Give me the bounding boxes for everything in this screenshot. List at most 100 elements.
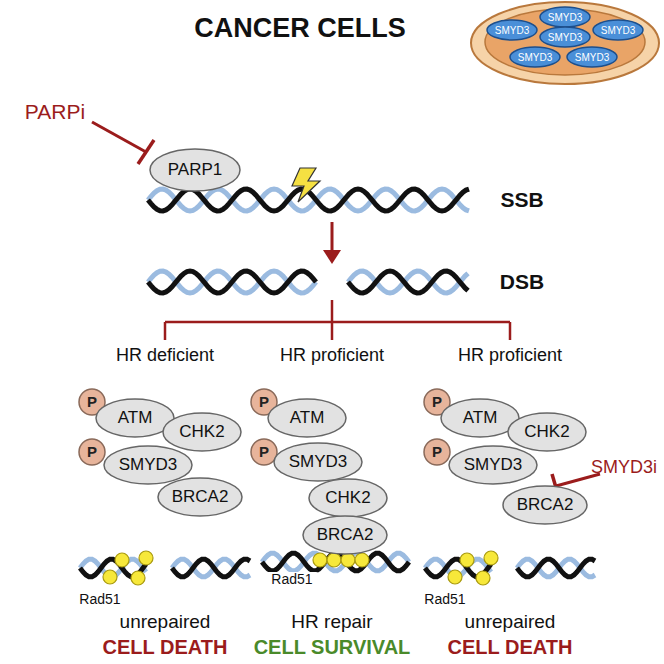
node-shape xyxy=(449,446,537,484)
stage-label: SSB xyxy=(487,188,557,211)
branch-lines xyxy=(165,300,510,340)
protein-ellipse: SMYD3 xyxy=(103,445,193,485)
dna-helices xyxy=(80,189,595,577)
rad51-label: Rad51 xyxy=(415,592,475,607)
protein-ellipse: SMYD3 xyxy=(273,442,363,482)
node-label: P xyxy=(432,444,442,461)
node-label: SMYD3 xyxy=(289,453,348,472)
dna-strand xyxy=(148,271,316,293)
rad51-dot xyxy=(341,553,355,567)
rad51-dot xyxy=(313,553,327,567)
node-shape xyxy=(487,20,537,40)
rad51-dot xyxy=(460,553,474,567)
outcome-label: HR repair xyxy=(252,612,412,633)
rad51-dot xyxy=(476,571,490,585)
rad51-dot xyxy=(355,553,369,567)
rad51-dot xyxy=(484,551,498,565)
node-shape xyxy=(424,439,450,465)
node-shape xyxy=(503,486,587,524)
node-label: CHK2 xyxy=(325,489,370,508)
node-label: SMYD3 xyxy=(601,25,635,36)
node-shape xyxy=(268,399,346,437)
dna-strand xyxy=(348,271,468,293)
phospho-circle: P xyxy=(423,438,451,466)
protein-ellipse: CHK2 xyxy=(308,478,388,518)
node-shape xyxy=(303,516,387,554)
node-label: BRCA2 xyxy=(172,488,229,507)
node-shape xyxy=(510,47,560,67)
inhibitor-label: SMYD3i xyxy=(586,458,662,478)
stage-label: DSB xyxy=(487,270,557,293)
protein-ellipse: ATM xyxy=(267,398,347,438)
node-shape xyxy=(150,149,240,191)
phospho-circle: P xyxy=(78,438,106,466)
node-label: SMYD3 xyxy=(119,456,178,475)
outcome-label: unrepaired xyxy=(85,612,245,633)
rad51-dot xyxy=(103,570,117,584)
protein-ellipse: PARP1 xyxy=(149,148,241,192)
arrow-head xyxy=(323,250,341,264)
outcome-label: CELL DEATH xyxy=(85,636,245,658)
outcome-label: CELL DEATH xyxy=(430,636,590,658)
dna-strand xyxy=(172,559,250,577)
dna-strand xyxy=(348,271,468,293)
node-shape xyxy=(593,20,643,40)
node-label: P xyxy=(87,394,97,411)
rad51-dot xyxy=(131,571,145,585)
node-label: PARP1 xyxy=(168,161,223,180)
node-label: P xyxy=(259,444,269,461)
node-shape xyxy=(540,27,590,47)
cell-nucleus xyxy=(485,9,645,75)
protein-ellipse: CHK2 xyxy=(162,412,242,452)
node-label: ATM xyxy=(290,409,325,428)
dna-strand xyxy=(517,559,595,577)
node-label: P xyxy=(259,394,269,411)
outcome-label: CELL SURVIVAL xyxy=(247,636,417,658)
node-shape xyxy=(540,7,590,27)
node-label: SMYD3 xyxy=(548,12,582,23)
node-label: ATM xyxy=(118,409,153,428)
branch-label: HR proficient xyxy=(455,346,565,366)
node-shape xyxy=(251,439,277,465)
protein-ellipse: BRCA2 xyxy=(157,477,243,517)
branch-label: HR proficient xyxy=(277,346,387,366)
dna-strand xyxy=(148,271,316,293)
node-label: SMYD3 xyxy=(495,25,529,36)
inhibition-line xyxy=(92,122,146,152)
rad51-dot xyxy=(327,553,341,567)
node-label: SMYD3 xyxy=(548,32,582,43)
rad51-label: Rad51 xyxy=(70,592,130,607)
smyd3-oval: SMYD3 xyxy=(509,46,561,68)
inhibitor-label: PARPi xyxy=(15,100,95,123)
rad51-dot xyxy=(448,570,462,584)
node-label: CHK2 xyxy=(524,423,569,442)
node-label: CHK2 xyxy=(179,423,224,442)
title: CANCER CELLS xyxy=(150,14,450,44)
node-shape xyxy=(79,439,105,465)
arrow-shaft xyxy=(331,222,334,252)
rad51-dot xyxy=(139,551,153,565)
damage-bolt xyxy=(292,168,320,202)
node-label: SMYD3 xyxy=(575,52,609,63)
protein-ellipse: BRCA2 xyxy=(502,485,588,525)
smyd3-oval: SMYD3 xyxy=(592,19,644,41)
rad51-dot xyxy=(115,553,129,567)
node-label: SMYD3 xyxy=(518,52,552,63)
smyd3-oval: SMYD3 xyxy=(539,26,591,48)
node-shape xyxy=(163,413,241,451)
branch-label: HR deficient xyxy=(110,346,220,366)
protein-ellipse: SMYD3 xyxy=(448,445,538,485)
outcome-label: unrepaired xyxy=(430,612,590,633)
dna-strand xyxy=(262,553,409,571)
node-label: P xyxy=(432,394,442,411)
dna-strand xyxy=(262,553,409,571)
inhibition-bar xyxy=(138,140,154,164)
smyd3-oval: SMYD3 xyxy=(539,6,591,28)
node-shape xyxy=(158,478,242,516)
node-label: BRCA2 xyxy=(317,526,374,545)
node-shape xyxy=(104,446,192,484)
node-label: ATM xyxy=(463,409,498,428)
cell-body xyxy=(471,2,659,84)
